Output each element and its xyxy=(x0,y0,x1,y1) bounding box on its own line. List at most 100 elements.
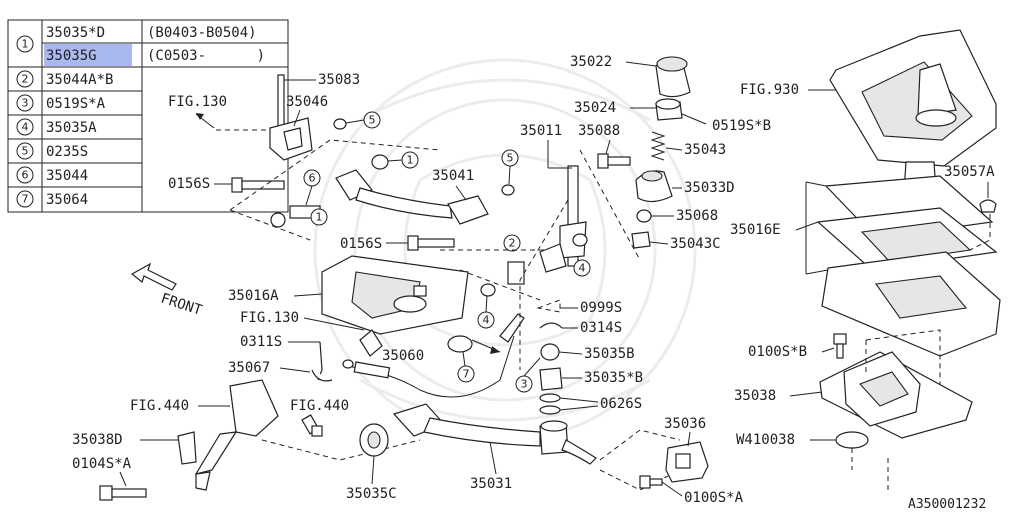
label-35035b[interactable]: 35035B xyxy=(584,346,635,362)
part-0100sa-bolt xyxy=(639,475,663,489)
part-35043c xyxy=(631,231,651,249)
label-35036[interactable]: 35036 xyxy=(664,416,706,432)
part-0100sb-bolt xyxy=(833,333,847,359)
callout-6: 6 xyxy=(309,172,316,185)
legend-row-1a-part: 35035*D xyxy=(46,25,105,41)
legend-row-5-num: 5 xyxy=(22,145,29,158)
label-35067[interactable]: 35067 xyxy=(228,360,270,376)
label-35043c[interactable]: 35043C xyxy=(670,236,721,252)
label-0100sb[interactable]: 0100S*B xyxy=(748,344,807,360)
part-35035b-ball xyxy=(540,343,560,361)
bushing-icon xyxy=(270,212,286,228)
legend-row-7-part: 35064 xyxy=(46,192,88,208)
washer-icon-c xyxy=(480,283,496,297)
part-0626s-washer-b xyxy=(539,405,561,415)
legend-row-2-num: 2 xyxy=(22,73,29,86)
figref-440-a[interactable]: FIG.440 xyxy=(130,398,189,414)
figref-130-top[interactable]: FIG.130 xyxy=(168,94,227,110)
highlighted-part-cell xyxy=(44,44,132,66)
label-w410038[interactable]: W410038 xyxy=(736,432,795,448)
legend-row-6-part: 35044 xyxy=(46,168,88,184)
part-35046-bracket xyxy=(269,117,313,161)
label-35068[interactable]: 35068 xyxy=(676,208,718,224)
label-0156s-b[interactable]: 0156S xyxy=(340,236,382,252)
part-35043-spring xyxy=(650,131,666,161)
callout-7: 7 xyxy=(463,368,470,381)
label-35088[interactable]: 35088 xyxy=(578,123,620,139)
diagram-reference-code: A350001232 xyxy=(908,497,986,512)
part-w410038-pad xyxy=(835,431,869,449)
part-35067-clip xyxy=(311,369,333,382)
legend-row-1b-note: (C0503- ) xyxy=(147,48,265,64)
label-0626s[interactable]: 0626S xyxy=(600,396,642,412)
part-cap-7 xyxy=(447,335,473,353)
legend-row-1-num: 1 xyxy=(22,38,29,51)
label-0314s[interactable]: 0314S xyxy=(580,320,622,336)
legend-row-5-part: 0235S xyxy=(46,144,88,160)
label-35043[interactable]: 35043 xyxy=(684,142,726,158)
part-0156s-bolt-b xyxy=(407,235,455,251)
legend-row-3-part: 0519S*A xyxy=(46,96,106,112)
legend-row-6-num: 6 xyxy=(22,169,29,182)
callout-1-b: 1 xyxy=(407,154,414,167)
label-35057a[interactable]: 35057A xyxy=(944,164,995,180)
part-35031-rod xyxy=(392,403,597,465)
legend-row-1b-part[interactable]: 35035G xyxy=(46,48,97,64)
part-35035sb-bushing xyxy=(539,367,563,391)
legend-row-3-num: 3 xyxy=(22,97,29,110)
callout-1-a: 1 xyxy=(316,211,323,224)
callout-4-a: 4 xyxy=(483,314,490,327)
part-35016a-plate xyxy=(321,255,469,335)
label-0999s[interactable]: 0999S xyxy=(580,300,622,316)
part-35016e-boot xyxy=(816,161,1001,357)
label-35083[interactable]: 35083 xyxy=(318,72,360,88)
part-35011-lever xyxy=(539,165,588,273)
label-35035c[interactable]: 35035C xyxy=(346,486,397,502)
label-35035sb[interactable]: 35035*B xyxy=(584,370,643,386)
label-0104sa[interactable]: 0104S*A xyxy=(72,456,132,472)
label-35022[interactable]: 35022 xyxy=(570,54,612,70)
part-sleeve-2 xyxy=(507,261,525,285)
part-console-panel xyxy=(829,29,997,167)
part-shift-bracket xyxy=(194,379,279,491)
part-35024-collar xyxy=(655,98,683,121)
part-35038-housing xyxy=(819,351,973,439)
label-35016a[interactable]: 35016A xyxy=(228,288,279,304)
part-35088-bolt xyxy=(597,153,631,169)
part-bolt-fig440 xyxy=(301,414,323,437)
label-35016e[interactable]: 35016E xyxy=(730,222,781,238)
callout-5-a: 5 xyxy=(369,114,376,127)
label-35011[interactable]: 35011 xyxy=(520,123,562,139)
label-0519sb[interactable]: 0519S*B xyxy=(712,118,771,134)
figref-930[interactable]: FIG.930 xyxy=(740,82,799,98)
callout-3: 3 xyxy=(521,378,528,391)
label-0100sa[interactable]: 0100S*A xyxy=(684,490,744,506)
label-35038d[interactable]: 35038D xyxy=(72,432,123,448)
part-35041-rod xyxy=(335,169,489,225)
part-35035c-bushing xyxy=(359,423,389,457)
label-0311s[interactable]: 0311S xyxy=(240,334,282,350)
washer-icon-b xyxy=(501,184,515,196)
part-bushing-1 xyxy=(371,154,389,170)
label-35046[interactable]: 35046 xyxy=(286,94,328,110)
figref-130-mid[interactable]: FIG.130 xyxy=(240,310,299,326)
part-0104sa-bolt xyxy=(99,485,147,501)
legend-row-7-num: 7 xyxy=(22,193,29,206)
part-35057a-plug xyxy=(979,199,997,213)
label-35041[interactable]: 35041 xyxy=(432,168,474,184)
part-35068 xyxy=(636,209,652,223)
label-35038[interactable]: 35038 xyxy=(734,388,776,404)
legend-row-4-part: 35035A xyxy=(46,120,97,136)
label-0156s-a[interactable]: 0156S xyxy=(168,176,210,192)
part-35038d xyxy=(177,431,197,465)
label-35060[interactable]: 35060 xyxy=(382,348,424,364)
arrow-icon xyxy=(196,113,204,120)
legend-row-1a-note: (B0403-B0504) xyxy=(147,25,257,41)
label-35033d[interactable]: 35033D xyxy=(684,180,735,196)
label-35024[interactable]: 35024 xyxy=(574,100,616,116)
figref-440-b[interactable]: FIG.440 xyxy=(290,398,349,414)
label-35031[interactable]: 35031 xyxy=(470,476,512,492)
part-35060-cable xyxy=(342,313,525,398)
